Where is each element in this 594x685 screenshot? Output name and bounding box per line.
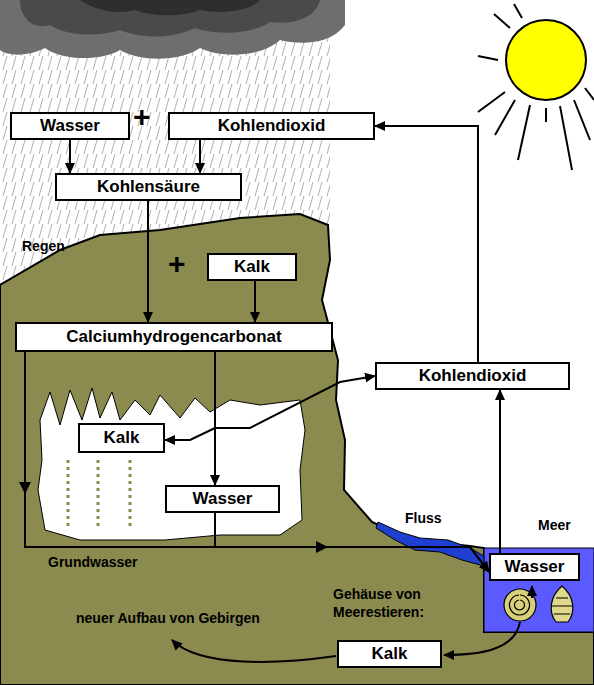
flow-arrow <box>254 281 256 322</box>
text-box: Wasser <box>489 553 580 581</box>
land <box>0 214 594 685</box>
box-label: Calciumhydrogencarbonat <box>66 327 281 347</box>
shell-to-water-arrow <box>531 586 533 598</box>
text-box: Kalk <box>207 253 297 281</box>
text-box: Kalk <box>337 640 442 668</box>
box-label: Kalk <box>104 428 140 448</box>
stalagmites <box>68 460 130 530</box>
text-box: Kohlensäure <box>55 173 242 201</box>
region-label: Grundwasser <box>48 554 137 570</box>
plus-sign: + <box>133 100 151 134</box>
flow-arrow <box>199 140 201 173</box>
box-label: Kohlendioxid <box>419 366 527 386</box>
lime-to-mountains-arrow <box>172 640 336 662</box>
sea <box>484 548 594 632</box>
region-label: neuer Aufbau von Gebirgen <box>76 610 260 626</box>
text-box: Calciumhydrogencarbonat <box>15 322 333 352</box>
text-box: Kalk <box>78 423 165 453</box>
cave <box>38 388 305 540</box>
region-label: Regen <box>22 238 65 254</box>
region-label: Gehäuse von Meerestieren: <box>333 585 453 621</box>
box-label: Kohlensäure <box>97 177 200 197</box>
flow-arrow <box>499 390 501 553</box>
flow-arrow <box>165 352 215 440</box>
text-box: Kohlendioxid <box>375 362 570 390</box>
flow-arrow <box>215 513 489 572</box>
box-label: Wasser <box>505 557 565 577</box>
plus-sign: + <box>168 247 186 281</box>
flow-arrow <box>69 140 71 173</box>
text-box: Wasser <box>165 485 280 513</box>
flow-arrow <box>375 126 478 362</box>
river <box>376 522 484 566</box>
rain-cloud <box>0 0 345 59</box>
box-label: Wasser <box>193 489 253 509</box>
flow-arrow <box>214 352 216 485</box>
box-label: Kalk <box>234 257 270 277</box>
text-box: Wasser <box>10 112 130 140</box>
box-label: Wasser <box>40 116 100 136</box>
region-label: Fluss <box>405 510 442 526</box>
flow-arrow <box>147 201 149 322</box>
box-label: Kalk <box>372 644 408 664</box>
region-label: Meer <box>538 517 571 533</box>
box-label: Kohlendioxid <box>218 116 326 136</box>
text-box: Kohlendioxid <box>168 112 375 140</box>
flow-arrow <box>215 352 375 428</box>
shell-to-lime-arrow <box>444 622 520 655</box>
sun <box>478 4 594 170</box>
sea-shells <box>504 586 573 622</box>
